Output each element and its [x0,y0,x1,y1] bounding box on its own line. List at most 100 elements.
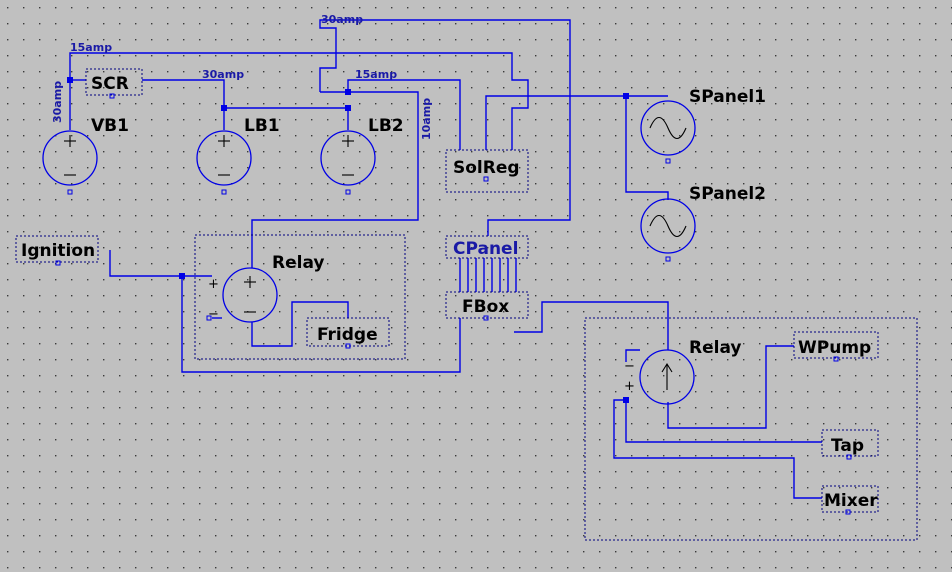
spanel2-pin [665,256,671,262]
relay-right-arrow-head [661,362,673,373]
vb1-body [42,130,98,186]
spanel1-label: SPanel1 [689,87,766,107]
ignition-box [15,235,99,263]
junction-lb2 [345,105,351,111]
wire-10amp-relay[interactable] [251,91,419,268]
wire-label-30amp-top: 30amp [321,13,363,26]
source-lb2[interactable]: LB2 [320,116,404,195]
source-lb1[interactable]: LB1 [196,116,280,195]
junction-ignition [179,273,185,279]
lb1-body [196,130,252,186]
solreg-box [445,149,529,193]
block-solreg[interactable]: SolReg [445,149,529,193]
wire-spanel2[interactable] [625,96,669,200]
spanel2-body [640,198,696,254]
wire-scr-lb1[interactable] [142,79,225,130]
relay-left-plus-terminal: + [208,277,219,292]
wire-label-10amp-relay: 10amp [420,98,433,140]
block-ignition[interactable]: Ignition [15,235,99,266]
junction-relay2 [623,397,629,403]
wire-relay2-mixer[interactable] [613,399,822,499]
solreg-label: SolReg [453,158,520,178]
wire-label-15amp-main: 15amp [70,41,112,54]
fridge-box [306,317,390,347]
junctions [67,77,629,403]
wire-relay-fbox[interactable] [181,276,461,373]
scr-label: SCR [91,74,129,94]
wire-15amp-main[interactable] [69,52,529,150]
relay-right-label: Relay [689,338,741,358]
spanel2-wave [649,214,687,238]
wire-relay2-tap[interactable] [625,400,822,443]
wpump-pin [833,356,839,362]
wire-solreg-spanel1[interactable] [485,95,668,150]
lb1-label: LB1 [244,116,280,136]
tap-box [821,429,879,457]
block-fbox[interactable]: FBox [445,291,529,321]
relay-left[interactable]: + − Relay [194,234,406,360]
junction-vb1 [67,77,73,83]
lb2-pin [345,189,351,195]
relay-right-plus-terminal: + [624,379,635,394]
source-vb1[interactable]: VB1 [42,116,129,195]
wire-ignition-relay[interactable] [109,250,212,277]
wire-label-15amp-lb2: 15amp [355,68,397,81]
tap-pin [846,454,852,460]
wire-relay2-wpump[interactable] [667,345,794,429]
cpanel-label: CPanel [453,239,518,259]
wire-relay2-minus[interactable] [625,349,640,362]
vb1-pin [67,189,73,195]
solreg-pin [483,176,489,182]
spanel1-body [640,100,696,156]
mixer-pin [845,509,851,515]
wire-30amp-cpanel[interactable] [319,19,571,236]
cpanel-box [445,235,529,259]
ignition-pin [55,260,61,266]
fbox-label: FBox [462,297,509,317]
wire-label-30amp-vb1: 30amp [51,81,64,123]
ignition-label: Ignition [21,241,95,261]
wire-label-30amp-scr: 30amp [202,68,244,81]
fridge-pin [345,343,351,349]
wire-15amp-solreg[interactable] [347,79,461,150]
vb1-label: VB1 [91,116,129,136]
block-wpump[interactable]: WPump [793,331,879,362]
block-scr[interactable]: SCR [85,68,143,99]
relay-left-minus-terminal: − [208,307,219,322]
relay-left-body [222,267,278,323]
relay-left-pin [206,315,212,321]
mixer-label: Mixer [824,491,878,511]
source-spanel2[interactable]: SPanel2 [640,184,766,262]
junction-lb2-top [345,89,351,95]
tap-label: Tap [831,436,864,456]
block-tap[interactable]: Tap [821,429,879,460]
block-mixer[interactable]: Mixer [821,485,879,515]
wire-fbox-relay2[interactable] [514,301,669,350]
wires [69,19,822,499]
junction-spanel [623,93,629,99]
block-cpanel[interactable]: CPanel [445,235,529,259]
source-spanel1[interactable]: SPanel1 [640,87,766,164]
scr-pin [109,93,115,99]
lb2-label: LB2 [368,116,404,136]
relay-right[interactable]: − + Relay [584,317,918,541]
lb2-body [320,130,376,186]
relay-left-label: Relay [272,253,324,273]
relay-right-minus-terminal: − [624,359,635,374]
wire-relay-fridge[interactable] [251,301,349,347]
fbox-pin [483,315,489,321]
block-fridge[interactable]: Fridge [306,317,390,349]
fridge-label: Fridge [317,325,378,345]
relay-right-body [639,349,695,405]
spanel1-wave [649,116,687,140]
fbox-box [445,291,529,319]
spanel2-label: SPanel2 [689,184,766,204]
relay-right-boundary [584,317,918,541]
wpump-label: WPump [798,338,871,358]
junction-lb1 [221,105,227,111]
spanel1-pin [665,158,671,164]
lb1-pin [221,189,227,195]
wire-cpanel-fbox-bundle[interactable] [459,258,517,292]
relay-left-boundary [194,234,406,360]
